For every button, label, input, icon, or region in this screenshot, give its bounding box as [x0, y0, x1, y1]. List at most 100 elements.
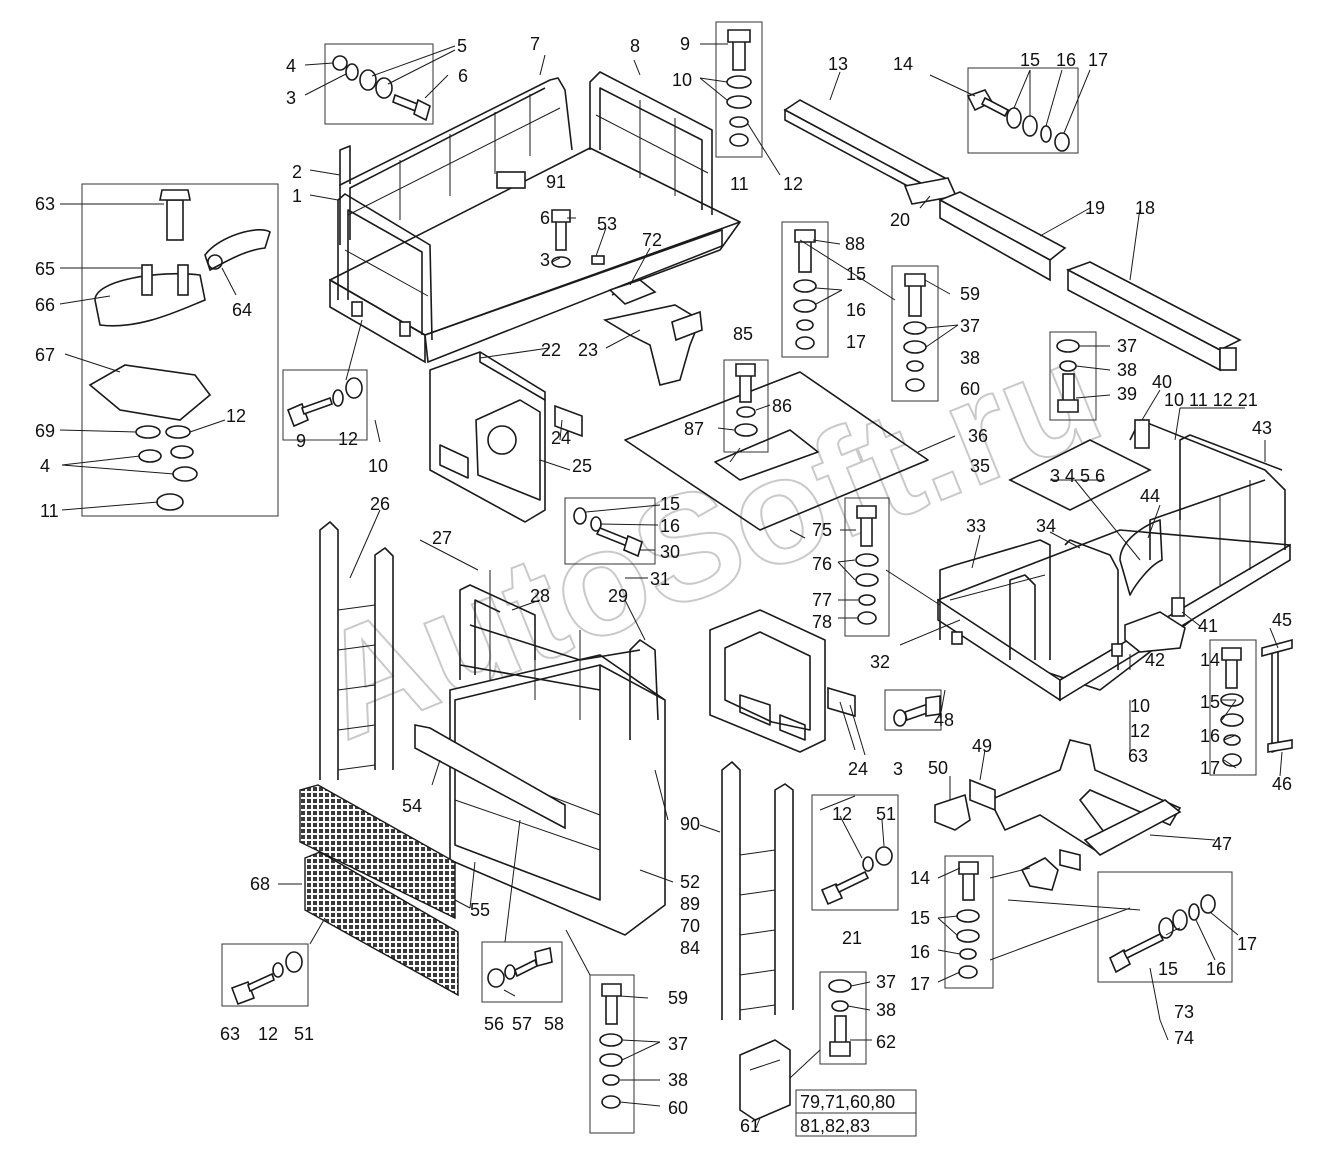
callout-50: 50 [928, 758, 948, 778]
bolt-59b-head [601, 983, 622, 997]
nut-11 [729, 133, 749, 147]
detail-box-top-bolt [324, 43, 434, 125]
callout-17-c: 17 [910, 974, 930, 994]
nut-4a [138, 449, 162, 463]
callout-16-30: 16 [660, 516, 680, 536]
cabinet-32-vent2 [779, 714, 806, 741]
callout-15-c: 15 [910, 908, 930, 928]
washer-77 [858, 594, 876, 606]
washer-16b [796, 319, 814, 331]
callout-17: 17 [1088, 50, 1108, 70]
step-top-edge [599, 664, 666, 701]
callout-27: 27 [432, 528, 452, 548]
callout-10-r: 10 [1130, 696, 1150, 716]
railing-foot [399, 321, 411, 337]
ladder-rung [739, 889, 776, 896]
callout-89: 89 [680, 894, 700, 914]
detail-box-bolt-63 [221, 943, 309, 1007]
callout-85: 85 [733, 324, 753, 344]
washer-38c [602, 1074, 620, 1086]
detail-box-bolt-58 [481, 941, 563, 1003]
step-front [454, 664, 601, 901]
washer-5b [375, 77, 393, 99]
railing-43-top [1179, 434, 1283, 520]
callout-14-c: 14 [910, 868, 930, 888]
callout-12-9b: 12 [338, 429, 358, 449]
right-platform-side [937, 598, 1061, 702]
washer-10 [726, 75, 752, 89]
callout-46: 46 [1272, 774, 1292, 794]
cabinet-32-body [709, 609, 826, 753]
callout-87: 87 [684, 419, 704, 439]
step-rib [454, 799, 601, 851]
callout-20: 20 [890, 210, 910, 230]
callout-9-9b: 9 [296, 431, 306, 451]
right-platform-assembly [937, 419, 1291, 702]
callout-3-mid: 3 [540, 250, 550, 270]
nut-17d [958, 965, 978, 979]
beams [783, 99, 1242, 372]
detail-box-bolt-21 [811, 794, 899, 911]
washer-12b [332, 389, 344, 407]
callout-63-b: 63 [220, 1024, 240, 1044]
rail-bar [949, 574, 1046, 601]
washer-12d [272, 962, 284, 978]
callout-15-r: 15 [1200, 692, 1220, 712]
ladder-rung [337, 724, 376, 731]
callout-86: 86 [772, 396, 792, 416]
callout-38-b: 38 [668, 1070, 688, 1090]
callout-49: 49 [972, 736, 992, 756]
washer-16 [1040, 125, 1052, 143]
railing-33b [1009, 574, 1036, 660]
frame-47-rail [1083, 799, 1182, 856]
rear-railing [339, 77, 573, 245]
callout-4: 4 [286, 56, 296, 76]
nut-17b [795, 336, 815, 350]
bolt-6b [555, 219, 567, 251]
callout-6: 6 [458, 66, 468, 86]
washer-16e [959, 948, 977, 960]
bolt-48-head [925, 695, 941, 717]
callout-70: 70 [680, 916, 700, 936]
callout-16-73: 16 [1206, 959, 1226, 979]
callout-37-b: 37 [668, 1034, 688, 1054]
detail-box-clamp [81, 183, 279, 517]
bolt-65b [177, 264, 189, 296]
callout-91: 91 [546, 172, 566, 192]
callout-37-59: 37 [960, 316, 980, 336]
callout-66: 66 [35, 295, 55, 315]
callout-62: 62 [876, 1032, 896, 1052]
rail-bar [347, 107, 561, 216]
callout-90: 90 [680, 814, 700, 834]
callout-76: 76 [812, 554, 832, 574]
callout-38-39: 38 [1117, 360, 1137, 380]
callout-77: 77 [812, 590, 832, 610]
bracket-61-rib [749, 1059, 781, 1071]
clamp-detail [88, 189, 271, 511]
callout-69: 69 [35, 421, 55, 441]
cabinet-hole [487, 425, 517, 455]
callout-15-30: 15 [660, 494, 680, 514]
callout-17-r: 17 [1200, 758, 1220, 778]
lever-64-hole [207, 254, 223, 270]
washer-38 [906, 360, 924, 372]
ladder-90-rail-left [721, 761, 741, 1020]
detail-box-bolt-62 [819, 971, 867, 1065]
detail-box-bolt-30 [564, 497, 656, 565]
group-3-4-5-6: 3 4 5 6 [1050, 466, 1105, 486]
bolt-88-head [794, 229, 816, 243]
nut-11 [156, 493, 184, 511]
beam-13-top [783, 99, 947, 189]
washer-76b [855, 573, 879, 587]
callout-16-c: 16 [910, 942, 930, 962]
washer-37e [599, 1053, 623, 1067]
washer-5 [359, 69, 377, 91]
bracket-91 [496, 171, 526, 189]
plate-24b [827, 686, 856, 718]
washer-10b [726, 95, 752, 109]
callout-37-39: 37 [1117, 336, 1137, 356]
washer-57 [504, 964, 516, 980]
callout-58: 58 [544, 1014, 564, 1034]
callout-54: 54 [402, 796, 422, 816]
callout-31: 31 [650, 569, 670, 589]
